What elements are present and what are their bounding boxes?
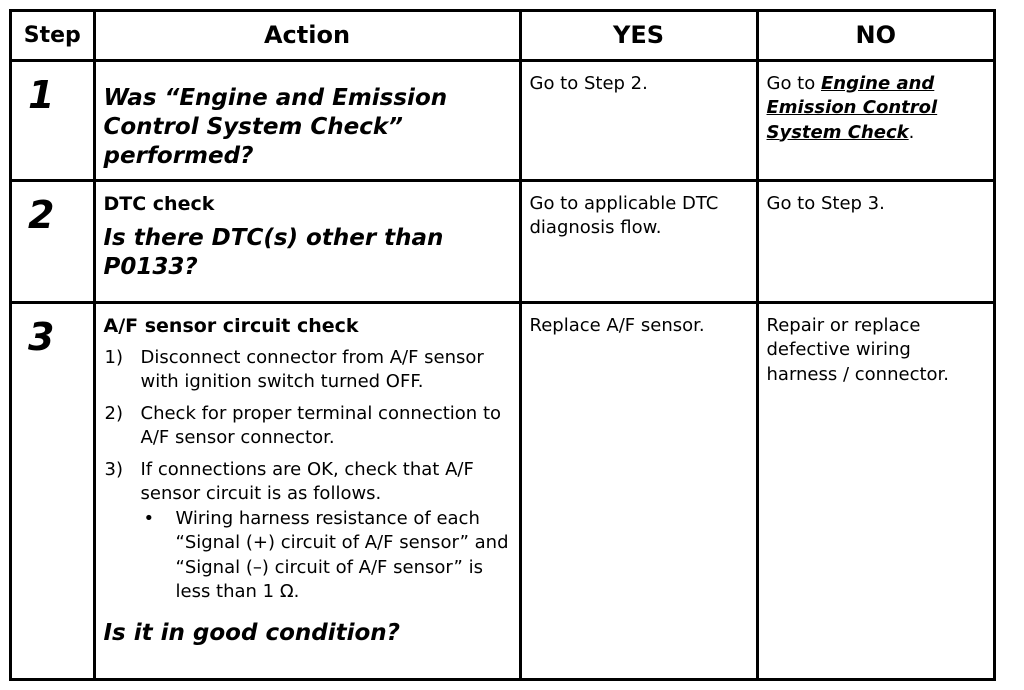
table-row-step-3: 3 A/F sensor circuit check 1) Disconnect… <box>12 300 993 678</box>
diagnostic-flow-table: Step Action YES NO 1 Was “Engine and Emi… <box>12 12 993 678</box>
no-text: Go to Step 3. <box>766 192 885 214</box>
step-title: A/F sensor circuit check <box>103 314 359 337</box>
header-no: NO <box>755 12 993 62</box>
step-question: Was “Engine and Emission Control System … <box>103 84 448 169</box>
bullet-list: • Wiring harness resistance of each “Sig… <box>141 507 511 605</box>
diagnostic-flow-table-frame: Step Action YES NO 1 Was “Engine and Emi… <box>9 9 996 681</box>
list-item: 1) Disconnect connector from A/F sensor … <box>104 346 484 393</box>
table-row-step-1: 1 Was “Engine and Emission Control Syste… <box>12 58 993 182</box>
table-header-row: Step Action YES NO <box>12 12 993 62</box>
action-cell: Was “Engine and Emission Control System … <box>92 58 522 182</box>
bullet-item: • Wiring harness resistance of each “Sig… <box>143 507 509 603</box>
bullet-mark: • <box>143 507 155 529</box>
action-cell: A/F sensor circuit check 1) Disconnect c… <box>92 300 522 678</box>
list-item: 3) If connections are OK, check that A/F… <box>104 458 511 605</box>
list-item: 2) Check for proper terminal connection … <box>104 402 502 449</box>
no-cell: Go to Step 3. <box>755 178 993 304</box>
table-row-step-2: 2 DTC check Is there DTC(s) other than P… <box>12 178 993 304</box>
no-text: Go to Engine and Emission Control System… <box>766 72 938 143</box>
yes-text: Replace A/F sensor. <box>529 314 705 336</box>
yes-cell: Go to Step 2. <box>518 58 759 182</box>
header-step: Step <box>12 12 96 62</box>
step-title: DTC check <box>103 192 215 215</box>
yes-cell: Go to applicable DTC diagnosis flow. <box>518 178 759 304</box>
yes-cell: Replace A/F sensor. <box>518 300 759 678</box>
no-cell: Repair or replace defective wiring harne… <box>755 300 993 678</box>
yes-text: Go to applicable DTC diagnosis flow. <box>529 192 719 239</box>
step-number: 1 <box>28 72 55 117</box>
action-cell: DTC check Is there DTC(s) other than P01… <box>92 178 522 304</box>
procedure-list: 1) Disconnect connector from A/F sensor … <box>104 346 511 605</box>
step-cell: 2 <box>12 178 96 304</box>
header-action: Action <box>92 12 522 62</box>
engine-emission-check-link[interactable]: Engine and Emission Control System Check <box>766 72 938 143</box>
no-cell: Go to Engine and Emission Control System… <box>755 58 993 182</box>
step-number: 3 <box>28 314 55 359</box>
yes-text: Go to Step 2. <box>529 72 648 94</box>
step-question: Is there DTC(s) other than P0133? <box>103 224 444 280</box>
header-yes: YES <box>518 12 759 62</box>
step-cell: 3 <box>12 300 96 678</box>
step-cell: 1 <box>12 58 96 182</box>
no-text: Repair or replace defective wiring harne… <box>766 314 950 385</box>
step-question: Is it in good condition? <box>103 619 401 646</box>
step-number: 2 <box>28 192 55 237</box>
